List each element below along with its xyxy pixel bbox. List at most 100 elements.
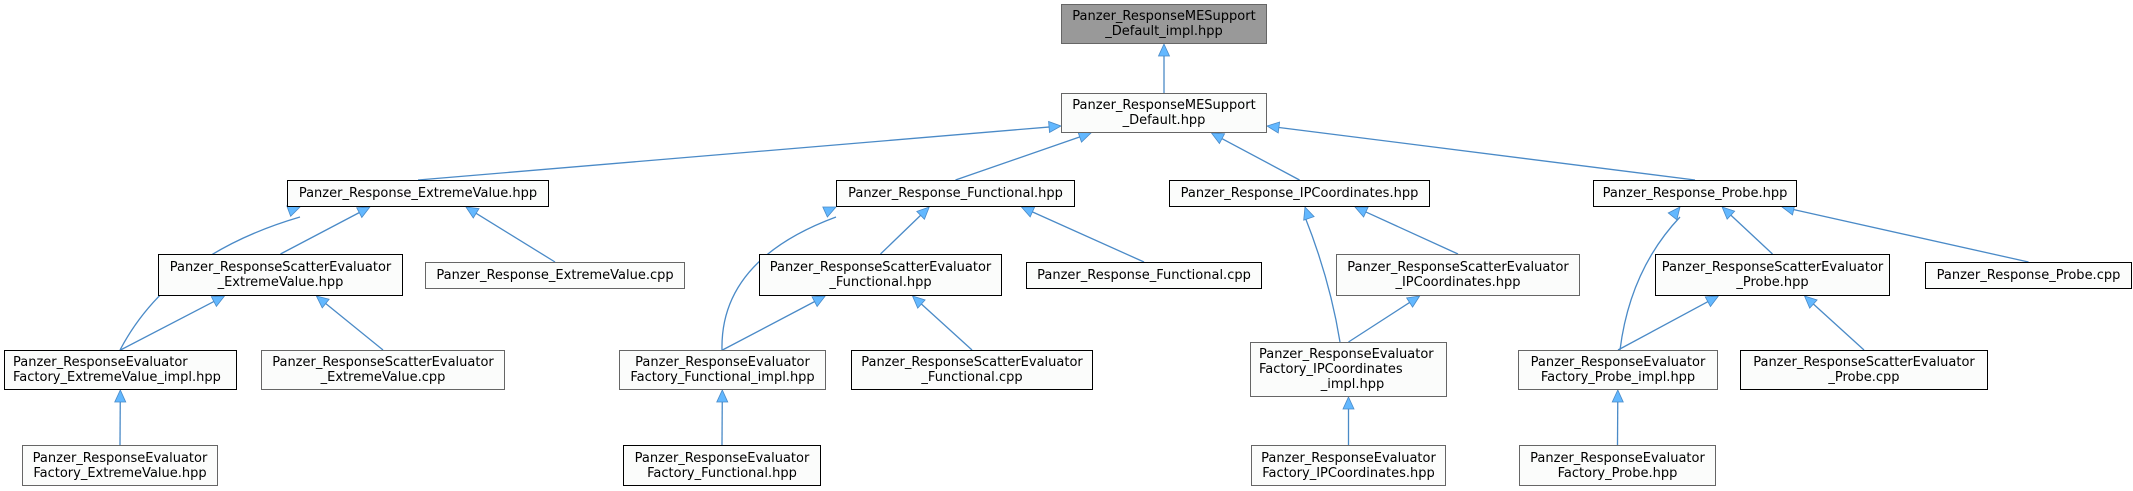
node-label-line: _ExtremeValue.cpp — [320, 370, 446, 385]
node-label-line: Panzer_ResponseScatterEvaluator — [861, 355, 1083, 370]
node-label-line: Panzer_Response_Functional.cpp — [1037, 268, 1251, 283]
graph-node-n12[interactable]: Panzer_Response_Probe.cpp — [1925, 262, 2132, 289]
arrowhead-icon — [1266, 121, 1281, 134]
graph-node-n14[interactable]: Panzer_ResponseScatterEvaluator_ExtremeV… — [261, 350, 505, 390]
node-label-line: Panzer_ResponseEvaluator — [1259, 347, 1434, 362]
node-label-line: _IPCoordinates.hpp — [1395, 275, 1521, 290]
node-label-line: _Default.hpp — [1122, 113, 1206, 128]
node-label-line: Panzer_ResponseMESupport — [1072, 9, 1256, 24]
edge-n15-to-n3 — [721, 216, 837, 351]
edge-n3-to-n1 — [955, 135, 1081, 181]
arrowhead-icon — [822, 206, 837, 218]
node-label-line: Factory_IPCoordinates — [1259, 362, 1403, 377]
edge-n15-to-n8 — [722, 300, 816, 351]
node-label-line: Panzer_ResponseEvaluator — [1261, 450, 1436, 466]
edge-n18-to-n5 — [1619, 216, 1681, 351]
arrowhead-icon — [911, 295, 926, 309]
edge-n11-to-n5 — [1729, 214, 1773, 255]
node-label-line: _Functional.hpp — [829, 275, 932, 290]
node-label-line: Panzer_ResponseScatterEvaluator — [1661, 260, 1884, 275]
graph-node-n8[interactable]: Panzer_ResponseScatterEvaluator_Function… — [759, 254, 1002, 296]
arrowhead-icon — [356, 206, 371, 219]
graph-node-n7[interactable]: Panzer_Response_ExtremeValue.cpp — [425, 262, 685, 289]
arrowhead-icon — [1157, 43, 1171, 57]
node-label-line: _ExtremeValue.hpp — [217, 275, 344, 290]
node-label-line: Factory_Functional.hpp — [647, 465, 797, 481]
node-label-line: Panzer_Response_IPCoordinates.hpp — [1180, 186, 1419, 201]
node-label-line: Panzer_ResponseEvaluator — [1530, 355, 1706, 370]
node-label-line: Panzer_ResponseScatterEvaluator — [769, 260, 992, 275]
node-label-line: Factory_Probe_impl.hpp — [1540, 370, 1696, 385]
node-label-line: Factory_IPCoordinates.hpp — [1262, 465, 1435, 481]
node-label-line: Factory_ExtremeValue_impl.hpp — [13, 370, 221, 385]
arrowhead-icon — [465, 206, 480, 219]
node-label-line: Panzer_Response_ExtremeValue.hpp — [298, 186, 538, 201]
arrowhead-icon — [1704, 295, 1720, 308]
node-label-line: _Default_impl.hpp — [1105, 24, 1223, 39]
edge-n4-to-n1 — [1220, 137, 1300, 181]
node-label-line: Panzer_ResponseScatterEvaluator — [272, 355, 494, 370]
graph-node-n3[interactable]: Panzer_Response_Functional.hpp — [836, 180, 1075, 207]
graph-node-n6[interactable]: Panzer_ResponseScatterEvaluator_ExtremeV… — [158, 254, 403, 296]
node-label-line: Factory_Functional_impl.hpp — [630, 370, 815, 385]
graph-node-n10[interactable]: Panzer_ResponseScatterEvaluator_IPCoordi… — [1336, 254, 1580, 296]
arrowhead-icon — [1667, 206, 1681, 221]
node-label-line: Panzer_ResponseEvaluator — [634, 450, 810, 466]
arrowhead-icon — [916, 206, 930, 221]
arrowhead-icon — [1721, 206, 1736, 220]
node-label-line: Panzer_ResponseScatterEvaluator — [1753, 355, 1975, 370]
edge-n6-to-n2 — [280, 211, 361, 255]
node-label-line: Panzer_Response_Probe.hpp — [1602, 186, 1788, 201]
arrowhead-icon — [1303, 206, 1315, 221]
node-label-line: _impl.hpp — [1320, 377, 1385, 392]
arrowhead-icon — [1354, 206, 1369, 218]
graph-node-n19[interactable]: Panzer_ResponseScatterEvaluator_Probe.cp… — [1740, 350, 1988, 390]
arrowhead-icon — [315, 295, 330, 309]
edge-n13-to-n6 — [120, 300, 216, 351]
arrowhead-icon — [1210, 132, 1226, 145]
edge-n10-to-n4 — [1364, 210, 1459, 255]
node-label-line: Panzer_Response_Probe.cpp — [1936, 268, 2121, 283]
arrowhead-icon — [1342, 396, 1355, 410]
edge-n8-to-n3 — [880, 214, 922, 255]
graph-node-n1[interactable]: Panzer_ResponseMESupport_Default.hpp — [1061, 93, 1267, 133]
arrowhead-icon — [1803, 295, 1818, 309]
edge-n14-to-n6 — [324, 302, 384, 351]
graph-node-n5[interactable]: Panzer_Response_Probe.hpp — [1593, 180, 1797, 207]
edge-n2-to-n1 — [417, 126, 1051, 181]
node-label-line: Panzer_ResponseEvaluator — [13, 355, 188, 370]
edge-n17-to-n4 — [1304, 216, 1341, 343]
graph-node-n9[interactable]: Panzer_Response_Functional.cpp — [1026, 262, 1262, 289]
arrowhead-icon — [210, 295, 226, 308]
node-label-line: _Probe.cpp — [1828, 370, 1900, 385]
graph-node-n2[interactable]: Panzer_Response_ExtremeValue.hpp — [287, 180, 549, 207]
arrowhead-icon — [1048, 120, 1062, 134]
node-label-line: _Functional.cpp — [921, 370, 1023, 385]
arrowhead-icon — [811, 295, 827, 308]
edge-n17-to-n10 — [1348, 301, 1411, 343]
edge-n18-to-n11 — [1617, 300, 1710, 351]
node-label-line: Panzer_Response_ExtremeValue.cpp — [436, 268, 674, 283]
arrowhead-icon — [716, 389, 729, 403]
node-label-line: _Probe.hpp — [1736, 275, 1809, 290]
node-label-line: Panzer_Response_Functional.hpp — [848, 186, 1063, 201]
edge-n5-to-n1 — [1277, 126, 1696, 181]
graph-node-n4[interactable]: Panzer_Response_IPCoordinates.hpp — [1169, 180, 1430, 207]
graph-node-n16[interactable]: Panzer_ResponseScatterEvaluator_Function… — [851, 350, 1093, 390]
graph-node-n11[interactable]: Panzer_ResponseScatterEvaluator_Probe.hp… — [1655, 254, 1890, 296]
node-label-line: Panzer_ResponseScatterEvaluator — [169, 260, 392, 275]
arrowhead-icon — [1405, 295, 1421, 308]
edge-n16-to-n8 — [920, 302, 973, 351]
edge-n19-to-n11 — [1812, 302, 1865, 351]
arrowhead-icon — [114, 389, 127, 403]
arrowhead-icon — [1077, 131, 1092, 143]
